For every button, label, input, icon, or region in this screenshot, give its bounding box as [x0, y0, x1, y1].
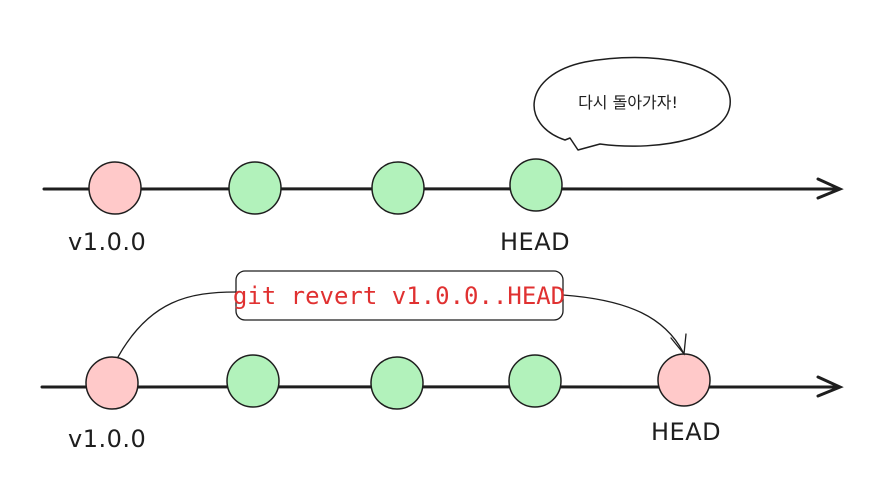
top-commit-v1: [88, 161, 142, 215]
top-label-v1: v1.0.0: [68, 228, 146, 256]
revert-arrowhead: [670, 333, 687, 356]
bottom-commit-4: [508, 354, 562, 408]
command-box: git revert v1.0.0..HEAD: [233, 270, 565, 321]
bottom-commit-2: [226, 354, 280, 408]
revert-arrow-right-curve: [562, 294, 684, 353]
bottom-timeline: v1.0.0 HEAD: [40, 353, 844, 453]
bubble-shape: [533, 56, 731, 151]
top-commit-head: [509, 158, 563, 212]
revert-arrow: [117, 291, 687, 358]
top-commit-3: [371, 161, 425, 215]
bottom-branch-line: [40, 385, 840, 389]
bottom-label-v1: v1.0.0: [68, 425, 146, 453]
speech-bubble: 다시 돌아가자!: [533, 56, 731, 151]
bottom-commit-revert-head: [657, 353, 711, 407]
top-commit-2: [228, 161, 282, 215]
command-text: git revert v1.0.0..HEAD: [233, 282, 565, 310]
top-arrowhead: [816, 177, 844, 200]
bottom-label-head: HEAD: [651, 418, 721, 446]
top-label-head: HEAD: [500, 228, 570, 256]
bubble-text: 다시 돌아가자!: [578, 93, 678, 112]
bottom-commit-3: [370, 356, 424, 410]
bottom-commit-v1: [85, 356, 139, 410]
top-branch-line: [42, 187, 840, 191]
top-timeline: v1.0.0 HEAD: [42, 158, 844, 256]
bottom-arrowhead: [816, 375, 844, 398]
revert-arrow-left-curve: [117, 291, 237, 358]
command-box-frame: [235, 270, 564, 321]
